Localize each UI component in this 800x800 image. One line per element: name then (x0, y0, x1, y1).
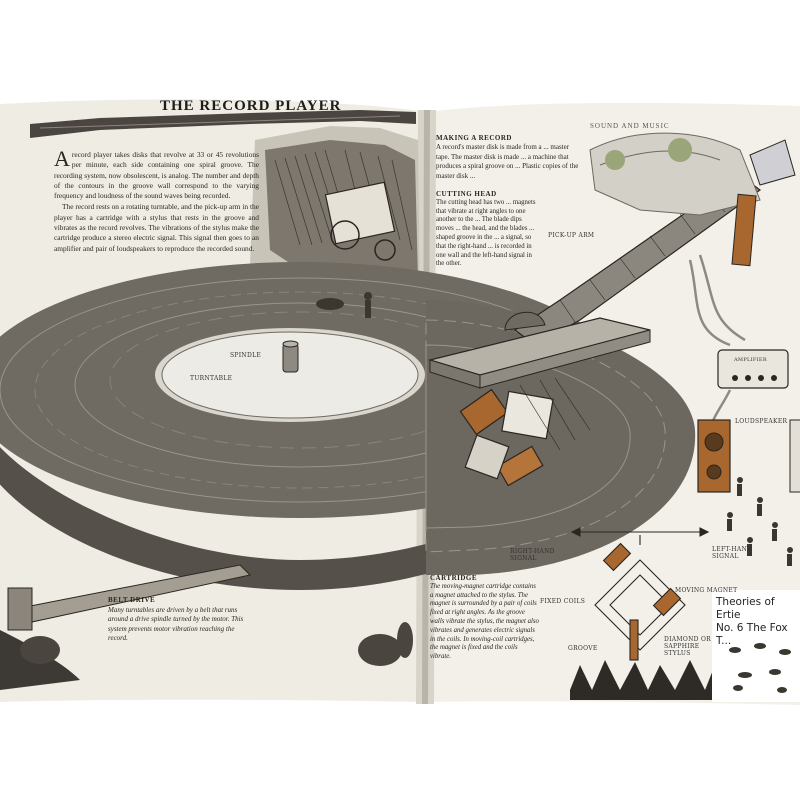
intro-paragraph-1: A record player takes disks that revolve… (54, 146, 259, 201)
crowd-sketch (727, 477, 793, 566)
page-title: The Record Player (160, 98, 342, 114)
cartridge-body: The moving-magnet cartridge contains a m… (430, 582, 539, 661)
cutting-head-heading: Cutting Head (436, 190, 497, 198)
amplifier (717, 349, 789, 389)
groove-profile (570, 660, 715, 700)
cutting-machine-sketch (324, 181, 396, 245)
label-left-hand-signal: Left-Hand Signal (712, 546, 753, 560)
section-header: Sound and Music (590, 122, 670, 130)
handwritten-line-1: Theories of Ertie (716, 596, 775, 621)
label-pick-up-arm: Pick-Up Arm (548, 232, 595, 239)
making-record-box: Making a Record A record's master disk i… (436, 134, 584, 181)
label-turntable: Turntable (190, 375, 233, 382)
label-loudspeaker: Loudspeaker (735, 418, 788, 425)
cutting-head-body: The cutting head has two ... magnets tha… (436, 198, 536, 268)
workers-sketch (20, 622, 413, 666)
cutting-head-box: Cutting Head The cutting head has two ..… (436, 190, 536, 269)
landscape-sketch (589, 132, 796, 267)
label-amplifier: Amplifier (734, 357, 767, 363)
cartridge-box: Cartridge The moving-magnet cartridge co… (430, 574, 540, 662)
header-band (30, 110, 416, 138)
spindle (282, 343, 299, 373)
label-diamond-stylus: Diamond or Sapphire Stylus (664, 636, 711, 657)
intro-paragraph-2: The record rests on a rotating turntable… (54, 202, 259, 253)
belt-drive-box: Belt Drive Many turntables are driven by… (108, 596, 253, 644)
loudspeaker (697, 419, 731, 493)
making-record-heading: Making a Record (436, 134, 512, 142)
intro-text: A record player takes disks that revolve… (54, 146, 259, 255)
making-record-body: A record's master disk is made from a ..… (436, 143, 579, 180)
label-groove: Groove (568, 645, 598, 652)
label-fixed-coils: Fixed Coils (540, 598, 586, 605)
belt-drive-body: Many turntables are driven by a belt tha… (108, 605, 244, 643)
belt-drive-heading: Belt Drive (108, 596, 156, 604)
tiny-figures (316, 292, 372, 318)
label-spindle: Spindle (230, 352, 262, 359)
handwritten-note: Theories of Ertie No. 6 The Fox T... (716, 596, 800, 648)
cartridge-magnets (459, 388, 554, 487)
label-right-hand-signal: Right-Hand Signal (510, 548, 555, 562)
label-moving-magnet: Moving Magnet (675, 587, 738, 594)
dot-blobs (729, 643, 791, 693)
cartridge-heading: Cartridge (430, 574, 478, 582)
cartridge-diagram (570, 527, 710, 661)
handwritten-line-2: No. 6 The Fox T... (716, 622, 788, 647)
